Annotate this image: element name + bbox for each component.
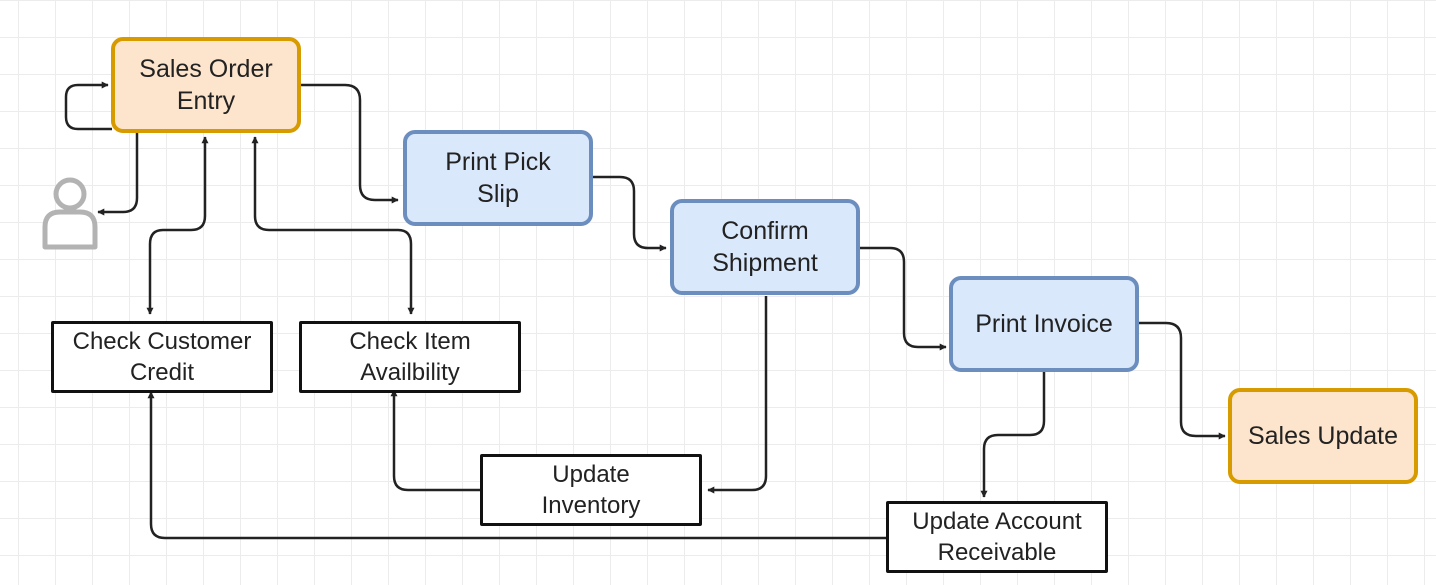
node-label: Check Item Availbility	[349, 328, 471, 386]
node-label: Sales Order Entry	[139, 55, 273, 115]
node-label: Sales Update	[1247, 422, 1399, 450]
edge-receivable-to-credit	[147, 391, 887, 540]
edge-shipment-to-invoice	[858, 246, 947, 351]
edge-order-entry-availability	[251, 136, 415, 315]
node-update-inventory[interactable]: Update Inventory	[480, 454, 702, 526]
edge-shipment-to-inventory	[707, 296, 768, 494]
node-sales-order-entry[interactable]: Sales Order Entry	[111, 37, 301, 133]
node-label: Print Pick Slip	[445, 148, 551, 208]
node-label: Update Inventory	[541, 461, 641, 519]
node-check-customer-credit[interactable]: Check Customer Credit	[51, 321, 273, 393]
edge-invoice-to-sales-update	[1138, 321, 1226, 440]
edge-order-entry-to-user	[97, 131, 139, 216]
edge-order-entry-credit	[146, 136, 209, 315]
node-check-item-availability[interactable]: Check Item Availbility	[299, 321, 521, 393]
edge-order-entry-to-pick-slip	[300, 83, 399, 204]
node-print-pick-slip[interactable]: Print Pick Slip	[403, 130, 593, 226]
node-print-invoice[interactable]: Print Invoice	[949, 276, 1139, 372]
node-sales-update[interactable]: Sales Update	[1228, 388, 1418, 484]
node-label: Confirm Shipment	[712, 217, 818, 277]
node-update-account-receivable[interactable]: Update Account Receivable	[886, 501, 1108, 573]
node-label: Print Invoice	[975, 310, 1113, 338]
edge-pick-slip-to-shipment	[592, 175, 667, 252]
edge-order-entry-loop	[64, 81, 112, 131]
node-confirm-shipment[interactable]: Confirm Shipment	[670, 199, 860, 295]
edge-inventory-to-availability	[390, 389, 482, 492]
user-icon	[42, 177, 98, 250]
node-label: Update Account Receivable	[912, 508, 1082, 566]
edge-invoice-to-receivable	[980, 372, 1046, 498]
node-label: Check Customer Credit	[72, 328, 252, 386]
